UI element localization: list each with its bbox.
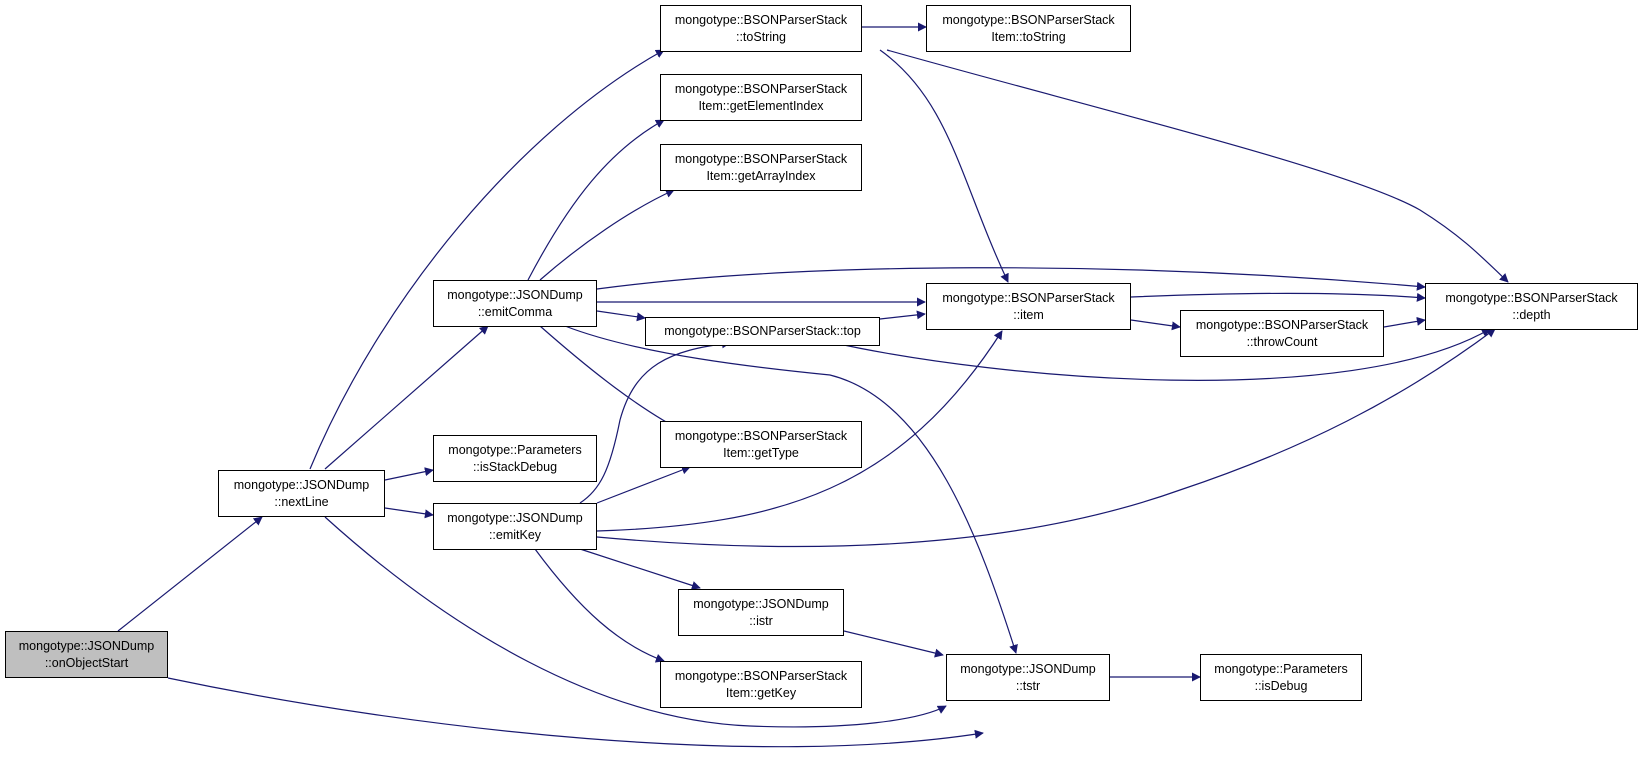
edge-top-depth xyxy=(829,328,1491,381)
edge-onObjectStart-nextLine xyxy=(117,516,263,632)
node-is-debug[interactable]: mongotype::Parameters::isDebug xyxy=(1200,654,1362,701)
node-label-line: mongotype::JSONDump xyxy=(447,287,583,302)
edge-nextLine-toString xyxy=(309,49,665,470)
node-depth[interactable]: mongotype::BSONParserStack::depth xyxy=(1425,283,1638,330)
node-label-line: mongotype::BSONParserStack::top xyxy=(664,324,861,338)
node-label-line: mongotype::BSONParserStack xyxy=(674,12,848,27)
edge-emitKey-getType xyxy=(596,465,691,504)
edge-istr-tstr xyxy=(843,630,944,658)
node-label-line: mongotype::BSONParserStack xyxy=(674,428,848,443)
node-label-line: mongotype::JSONDump xyxy=(693,596,829,611)
node-label-line: Item::toString xyxy=(991,29,1066,44)
node-emit-comma[interactable]: mongotype::JSONDump::emitComma xyxy=(433,280,597,327)
node-label-line: ::toString xyxy=(735,29,787,44)
edge-emitComma-getArrayIndex xyxy=(539,189,675,281)
edge-emitComma-getElementIndex xyxy=(527,119,665,281)
node-label-line: mongotype::BSONParserStack xyxy=(674,668,848,683)
node-label-line: ::throwCount xyxy=(1246,334,1318,349)
edge-throwCount-depth xyxy=(1383,316,1426,328)
node-top[interactable]: mongotype::BSONParserStack::top xyxy=(645,317,880,346)
node-label-line: ::isStackDebug xyxy=(472,459,558,474)
node-emit-key[interactable]: mongotype::JSONDump::emitKey xyxy=(433,503,597,550)
node-label-line: mongotype::JSONDump xyxy=(233,477,370,492)
node-label-line: ::tstr xyxy=(1015,678,1041,693)
node-label-line: ::nextLine xyxy=(274,494,329,509)
edge-nextLine-emitKey xyxy=(384,507,434,519)
node-throw-count[interactable]: mongotype::BSONParserStack::throwCount xyxy=(1180,310,1384,357)
edge-toString-depth xyxy=(886,49,1509,283)
node-label-line: mongotype::BSONParserStack xyxy=(1195,317,1369,332)
edge-emitComma-top xyxy=(596,310,646,322)
node-label-line: mongotype::JSONDump xyxy=(447,510,583,525)
edge-emitKey-item xyxy=(596,330,1003,532)
node-label-line: mongotype::BSONParserStack xyxy=(674,151,848,166)
edge-nextLine-isStackDebug xyxy=(384,467,434,481)
node-label-line: ::isDebug xyxy=(1254,678,1308,693)
node-label-line: mongotype::JSONDump xyxy=(18,638,155,653)
edge-onObjectStart-tstr xyxy=(167,677,984,748)
edge-emitComma-depth xyxy=(596,267,1426,291)
node-on-object-start[interactable]: mongotype::JSONDump::onObjectStart xyxy=(5,631,168,678)
edge-nextLine-tstr xyxy=(324,516,947,728)
node-label-line: Item::getArrayIndex xyxy=(706,168,816,183)
node-item[interactable]: mongotype::BSONParserStack::item xyxy=(926,283,1131,330)
node-label-line: mongotype::BSONParserStack xyxy=(1445,290,1618,305)
edge-toString-item xyxy=(879,49,1009,283)
node-istr[interactable]: mongotype::JSONDump::istr xyxy=(678,589,844,636)
edge-item-throwCount xyxy=(1130,319,1181,331)
node-label-line: mongotype::Parameters xyxy=(448,442,582,457)
node-label-line: Item::getElementIndex xyxy=(698,98,824,113)
edge-top-item xyxy=(879,310,926,320)
node-label-line: ::emitComma xyxy=(477,304,553,319)
node-label-line: Item::getKey xyxy=(725,685,797,700)
node-is-stack-debug[interactable]: mongotype::Parameters::isStackDebug xyxy=(433,435,597,482)
edge-emitKey-getKey xyxy=(534,548,665,663)
edge-emitKey-depth xyxy=(596,328,1496,548)
node-tstr[interactable]: mongotype::JSONDump::tstr xyxy=(946,654,1110,701)
node-label-line: mongotype::BSONParserStack xyxy=(942,12,1115,27)
node-label-line: mongotype::BSONParserStack xyxy=(942,290,1115,305)
node-label-line: Item::getType xyxy=(723,445,799,460)
edge-item-depth xyxy=(1130,292,1426,302)
node-label-line: mongotype::BSONParserStack xyxy=(674,81,848,96)
edge-nextLine-emitComma xyxy=(324,325,489,470)
node-to-string[interactable]: mongotype::BSONParserStack::toString xyxy=(660,5,862,52)
node-label-line: ::onObjectStart xyxy=(44,655,129,670)
node-label-line: mongotype::JSONDump xyxy=(960,661,1096,676)
node-label-line: mongotype::Parameters xyxy=(1214,661,1348,676)
node-label-line: ::item xyxy=(1013,307,1044,322)
node-label-line: ::emitKey xyxy=(488,527,542,542)
edge-emitKey-top xyxy=(579,339,731,504)
edge-emitComma-tstr xyxy=(564,325,1018,654)
node-label-line: ::depth xyxy=(1512,307,1551,322)
node-next-line[interactable]: mongotype::JSONDump::nextLine xyxy=(218,470,385,517)
edge-emitKey-istr xyxy=(579,548,701,590)
node-label-line: ::istr xyxy=(749,613,773,628)
